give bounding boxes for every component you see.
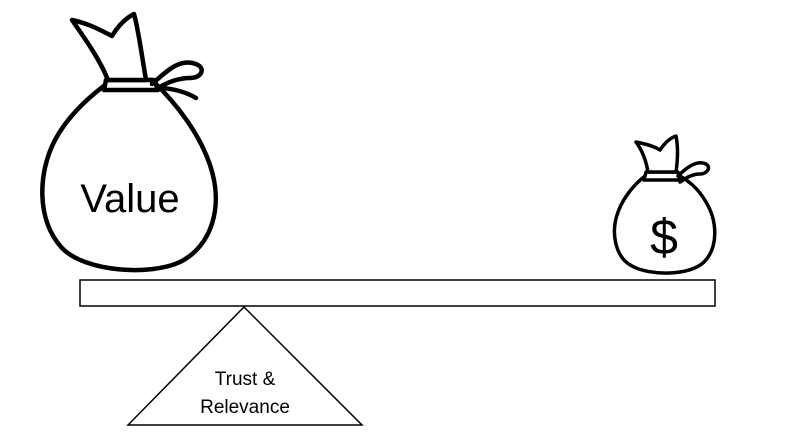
value-bag-label: Value <box>80 177 179 221</box>
fulcrum-triangle <box>126 305 364 426</box>
fulcrum-label-line2: Relevance <box>200 397 290 418</box>
dollar-bag-body <box>612 172 717 275</box>
seesaw-beam <box>79 279 716 307</box>
value-bag-ribbon-tail <box>155 85 199 101</box>
dollar-bag-icon <box>612 134 717 275</box>
value-bag-top <box>69 11 149 83</box>
value-bag-icon <box>40 11 219 273</box>
value-bag-ribbon <box>149 60 204 91</box>
value-bag-body <box>40 77 219 273</box>
dollar-bag-label: $ <box>650 209 678 265</box>
fulcrum-label-line1: Trust & <box>215 369 276 390</box>
dollar-bag-ribbon <box>676 161 711 184</box>
dollar-bag-top <box>634 134 680 174</box>
